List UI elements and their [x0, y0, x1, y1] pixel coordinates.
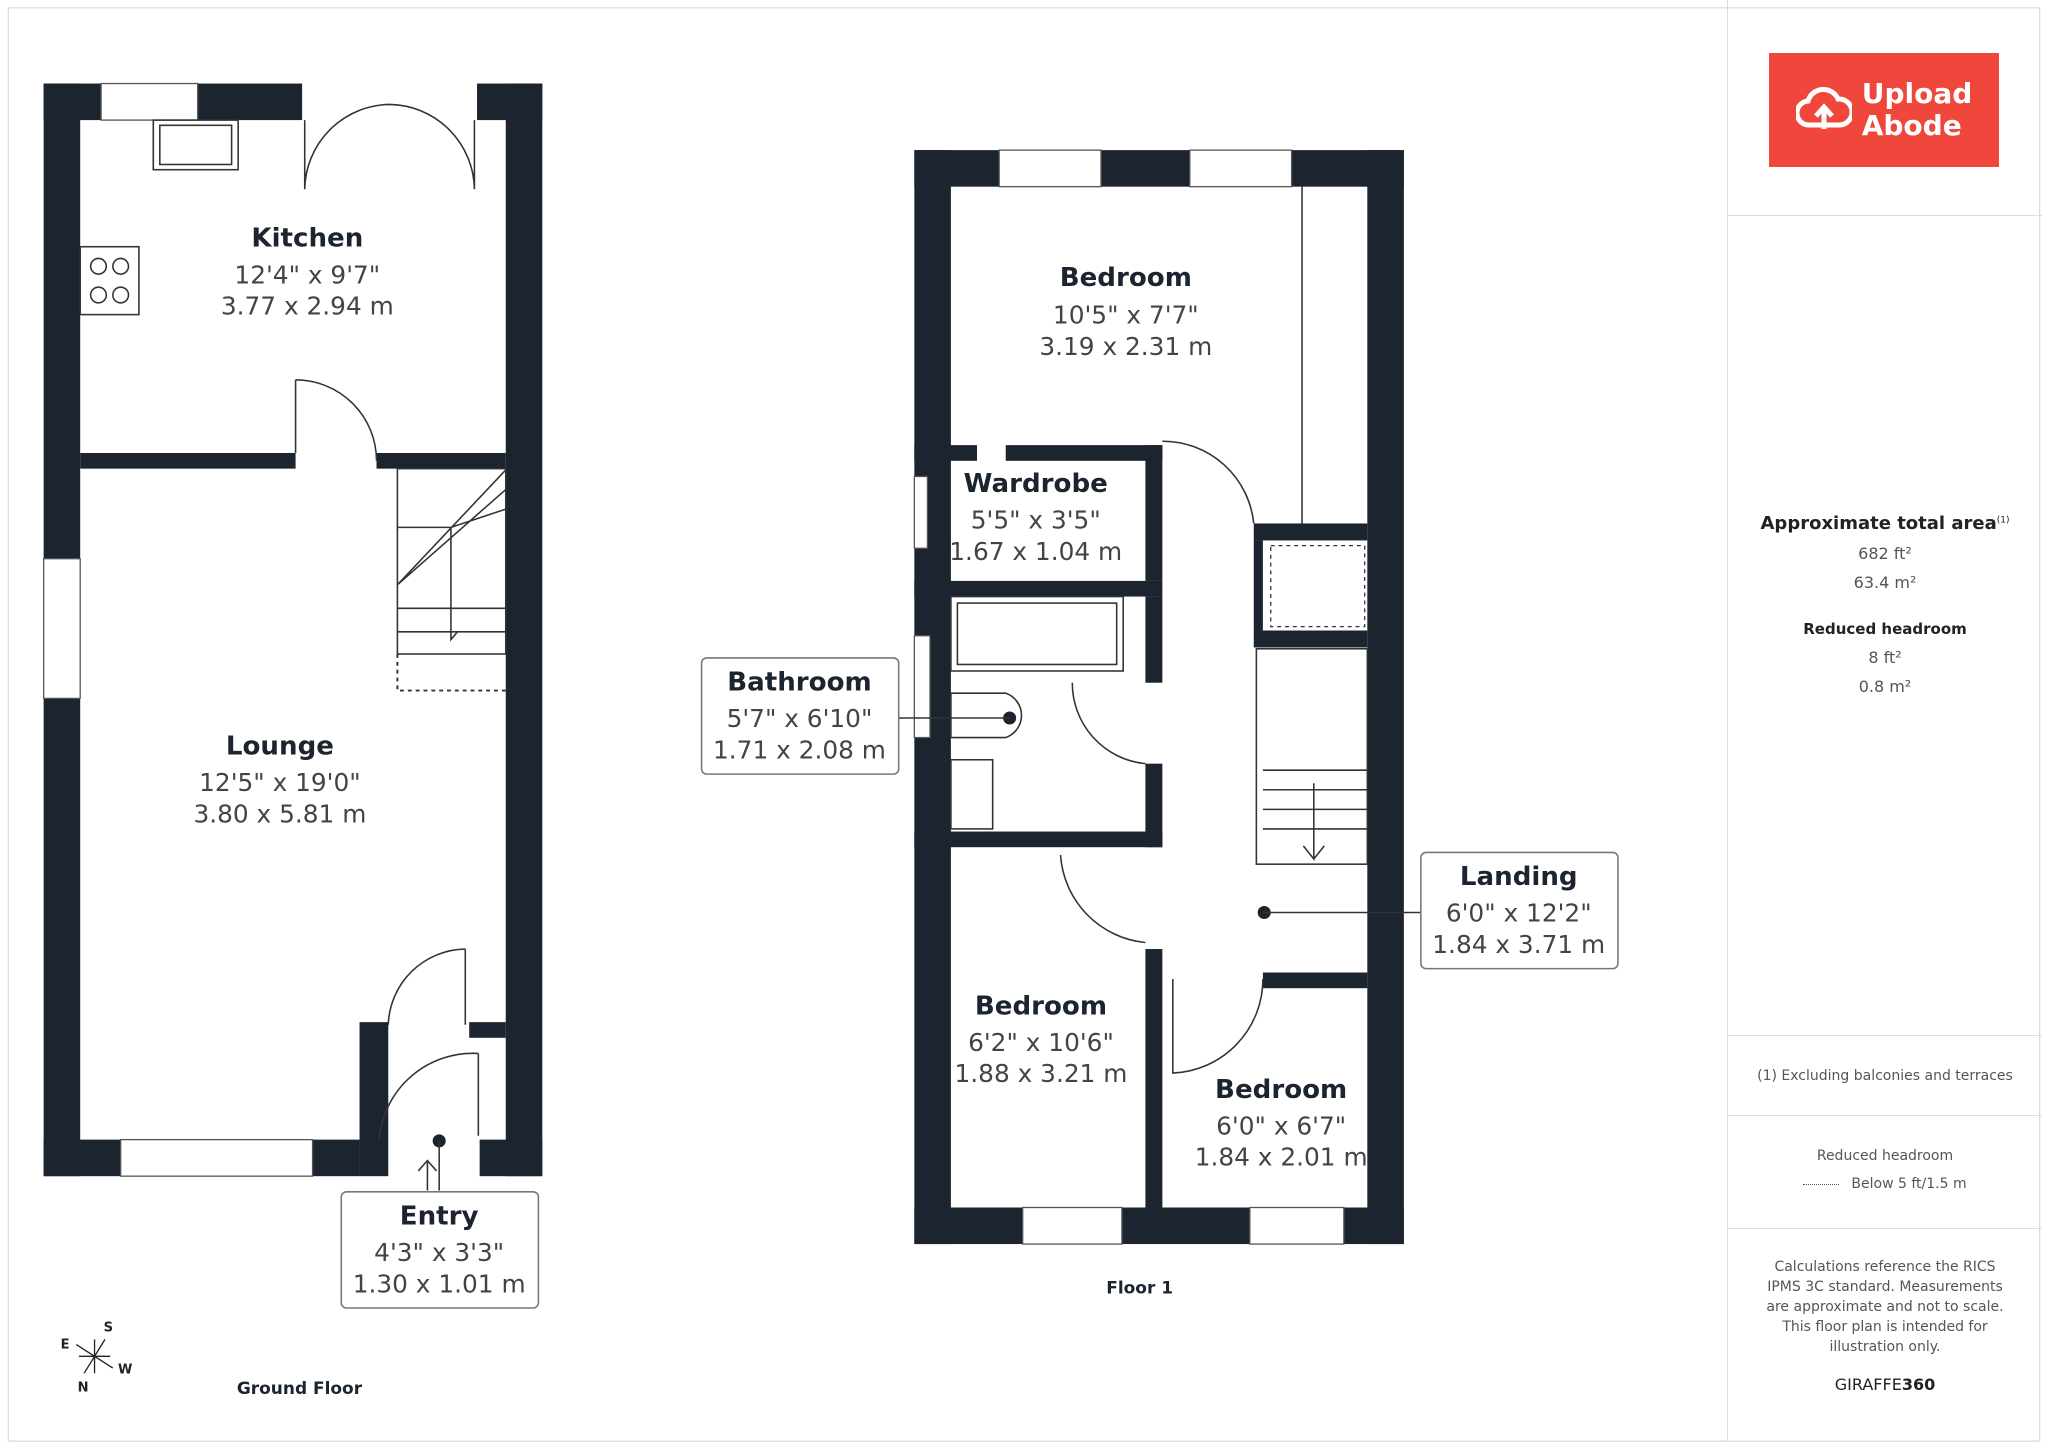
- ground-floor-plan: Kitchen 12'4" x 9'7" 3.77 x 2.94 m Loung…: [42, 82, 543, 1399]
- hob-icon: [79, 245, 140, 316]
- room-name-wardrobe: Wardrobe: [964, 469, 1108, 499]
- room-name-bedroom: Bedroom: [975, 991, 1107, 1021]
- area-section: Approximate total area(1) 682 ft² 63.4 m…: [1728, 215, 2042, 1036]
- svg-text:N: N: [78, 1381, 89, 1396]
- toilet-icon: [950, 692, 1023, 739]
- room-dim-metric: 1.67 x 1.04 m: [949, 537, 1122, 566]
- room-name-kitchen: Kitchen: [251, 224, 363, 254]
- window: [1189, 149, 1293, 188]
- logo-text: Upload: [1861, 77, 1973, 110]
- sink-icon: [152, 119, 239, 171]
- room-name-entry: Entry: [400, 1201, 479, 1231]
- cloud-upload-icon: [1795, 87, 1852, 129]
- reduced-headroom-title: Reduced headroom: [1803, 620, 1967, 638]
- room-dim-imperial: 4'3" x 3'3": [374, 1238, 504, 1267]
- entrance-arrow-icon: [417, 1159, 438, 1191]
- legend-item: Below 5 ft/1.5 m: [1851, 1176, 1967, 1192]
- staircase: [396, 467, 507, 692]
- room-name-bedroom: Bedroom: [1215, 1075, 1347, 1105]
- room-dim-imperial: 5'5" x 3'5": [971, 506, 1101, 535]
- room-dim-metric: 1.30 x 1.01 m: [353, 1269, 526, 1298]
- footnote-section: (1) Excluding balconies and terraces: [1728, 1035, 2042, 1116]
- room-name-bathroom: Bathroom: [727, 668, 871, 698]
- total-area-ft: 682 ft²: [1858, 544, 1912, 563]
- window: [998, 149, 1102, 188]
- window: [100, 82, 199, 121]
- room-dim-imperial: 6'0" x 12'2": [1446, 899, 1592, 928]
- floor-label-ground: Ground Floor: [237, 1379, 363, 1399]
- svg-text:E: E: [61, 1337, 70, 1352]
- room-dim-metric: 3.77 x 2.94 m: [221, 292, 394, 321]
- room-dim-metric: 1.84 x 2.01 m: [1195, 1143, 1368, 1172]
- room-dim-imperial: 12'5" x 19'0": [199, 768, 361, 797]
- entry-callout: [340, 1191, 540, 1309]
- room-dim-metric: 3.80 x 5.81 m: [193, 799, 366, 828]
- window: [1022, 1206, 1123, 1245]
- room-name-bedroom: Bedroom: [1060, 263, 1192, 293]
- disclaimer-section: Calculations reference the RICS IPMS 3C …: [1728, 1229, 2042, 1442]
- footnote-marker: (1): [1996, 515, 2010, 526]
- footnote: (1) Excluding balconies and terraces: [1757, 1068, 2013, 1084]
- room-dim-metric: 1.88 x 3.21 m: [955, 1059, 1128, 1088]
- staircase: [1255, 648, 1369, 865]
- bath-icon: [950, 595, 1124, 672]
- room-dim-imperial: 5'7" x 6'10": [727, 704, 873, 733]
- dotted-line-icon: [1803, 1183, 1840, 1185]
- logo-text: Abode: [1861, 109, 1962, 142]
- legend-title: Reduced headroom: [1816, 1148, 1954, 1164]
- room-dim-imperial: 10'5" x 7'7": [1053, 301, 1199, 330]
- page-border: [7, 7, 2041, 1442]
- landing-callout: [1420, 851, 1619, 970]
- legend-section: Reduced headroom Below 5 ft/1.5 m: [1728, 1116, 2042, 1229]
- first-floor-plan: Bedroom 10'5" x 7'7" 3.19 x 2.31 m Wardr…: [700, 149, 1619, 1299]
- room-dim-metric: 1.71 x 2.08 m: [713, 735, 886, 764]
- basin-icon: [950, 758, 994, 830]
- reduced-headroom-m: 0.8 m²: [1858, 677, 1912, 696]
- room-dim-metric: 3.19 x 2.31 m: [1039, 332, 1212, 361]
- room-dim-imperial: 12'4" x 9'7": [234, 260, 380, 289]
- compass-icon: S E W N: [61, 1321, 133, 1396]
- total-area-title: Approximate total area: [1760, 513, 1997, 534]
- giraffe360-logo: GIRAFFE360: [1834, 1375, 1936, 1394]
- room-dim-metric: 1.84 x 3.71 m: [1432, 930, 1605, 959]
- total-area-m: 63.4 m²: [1853, 573, 1917, 592]
- room-name-lounge: Lounge: [226, 732, 334, 762]
- room-dim-imperial: 6'0" x 6'7": [1216, 1111, 1346, 1140]
- svg-text:S: S: [104, 1321, 113, 1336]
- svg-text:W: W: [118, 1362, 132, 1377]
- floor-label-first: Floor 1: [1106, 1279, 1173, 1299]
- bathroom-callout: [700, 657, 900, 775]
- disclaimer: Calculations reference the RICS IPMS 3C …: [1766, 1259, 2004, 1355]
- window: [1249, 1206, 1345, 1245]
- window: [120, 1138, 314, 1177]
- reduced-headroom-ft: 8 ft²: [1868, 648, 1902, 667]
- room-name-landing: Landing: [1460, 862, 1578, 892]
- window: [42, 558, 81, 700]
- room-dim-imperial: 6'2" x 10'6": [968, 1028, 1114, 1057]
